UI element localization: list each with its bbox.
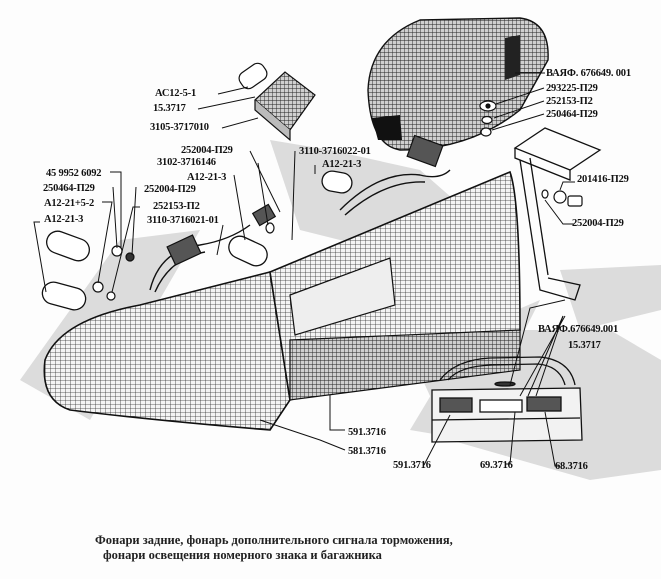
stop-lamp-fasteners: [479, 100, 497, 137]
label-a12-21-3-mid: А12-21-3: [187, 172, 227, 183]
label-250464-p29-right: 250464-П29: [546, 109, 598, 120]
label-68-3716: 68.3716: [555, 461, 588, 472]
label-252004-p29-c: 252004-П29: [572, 218, 624, 229]
label-a12-21-3-left: А12-21-3: [44, 214, 84, 225]
mounting-bracket: [513, 127, 602, 301]
label-591-3716-a: 591.3716: [348, 427, 386, 438]
label-252004-p29-a: 252004-П29: [181, 145, 233, 156]
rear-lamp-outer: [43, 271, 291, 431]
caption-line-1: Фонари задние, фонарь дополнительного си…: [95, 533, 453, 547]
label-15-3717-top: 15.3717: [153, 103, 186, 114]
diagram-caption: Фонари задние, фонарь дополнительного си…: [95, 533, 453, 563]
bolt-and-washer: [541, 189, 583, 207]
label-252004-p29-b: 252004-П29: [144, 184, 196, 195]
label-3105-3717010: 3105-3717010: [150, 122, 209, 133]
license-plate-lamp: [238, 62, 316, 142]
label-a12-21-5-2: А12-21+5-2: [44, 198, 95, 209]
label-252153-p2-left: 252153-П2: [153, 201, 200, 212]
label-252153-p2-right: 252153-П2: [546, 96, 593, 107]
label-591-3716-b: 591.3716: [393, 460, 431, 471]
label-ac12-5-1: АС12-5-1: [155, 88, 197, 99]
label-45-9952-6092: 45 9952 6092: [46, 168, 102, 179]
label-a12-21-3-right: А12-21-3: [322, 159, 362, 170]
leader-lines: [33, 72, 575, 467]
label-3110-3716021-01: 3110-3716021-01: [147, 215, 219, 226]
car-rear-view: [431, 356, 583, 443]
label-vayaf-top: ВАЯФ. 676649. 001: [546, 68, 631, 79]
label-3110-3716022-01: 3110-3716022-01: [299, 146, 371, 157]
connector-blocks: [166, 134, 444, 266]
label-581-3716: 581.3716: [348, 446, 386, 457]
label-201416-p29: 201416-П29: [577, 174, 629, 185]
caption-line-2: фонари освещения номерного знака и багаж…: [103, 548, 382, 562]
label-vayaf-bottom: ВАЯФ.676649.001: [538, 324, 619, 335]
label-3102-3716146: 3102-3716146: [157, 157, 216, 168]
high-mount-stop-lamp: [367, 17, 549, 151]
bulbs: [41, 170, 353, 311]
label-250464-p29-left: 250464-П29: [43, 183, 95, 194]
trunk-lid-lamp-panel: [289, 329, 521, 401]
label-69-3716: 69.3716: [480, 460, 513, 471]
label-15-3717-bottom: 15.3717: [568, 340, 601, 351]
label-293225-p29: 293225-П29: [546, 83, 598, 94]
